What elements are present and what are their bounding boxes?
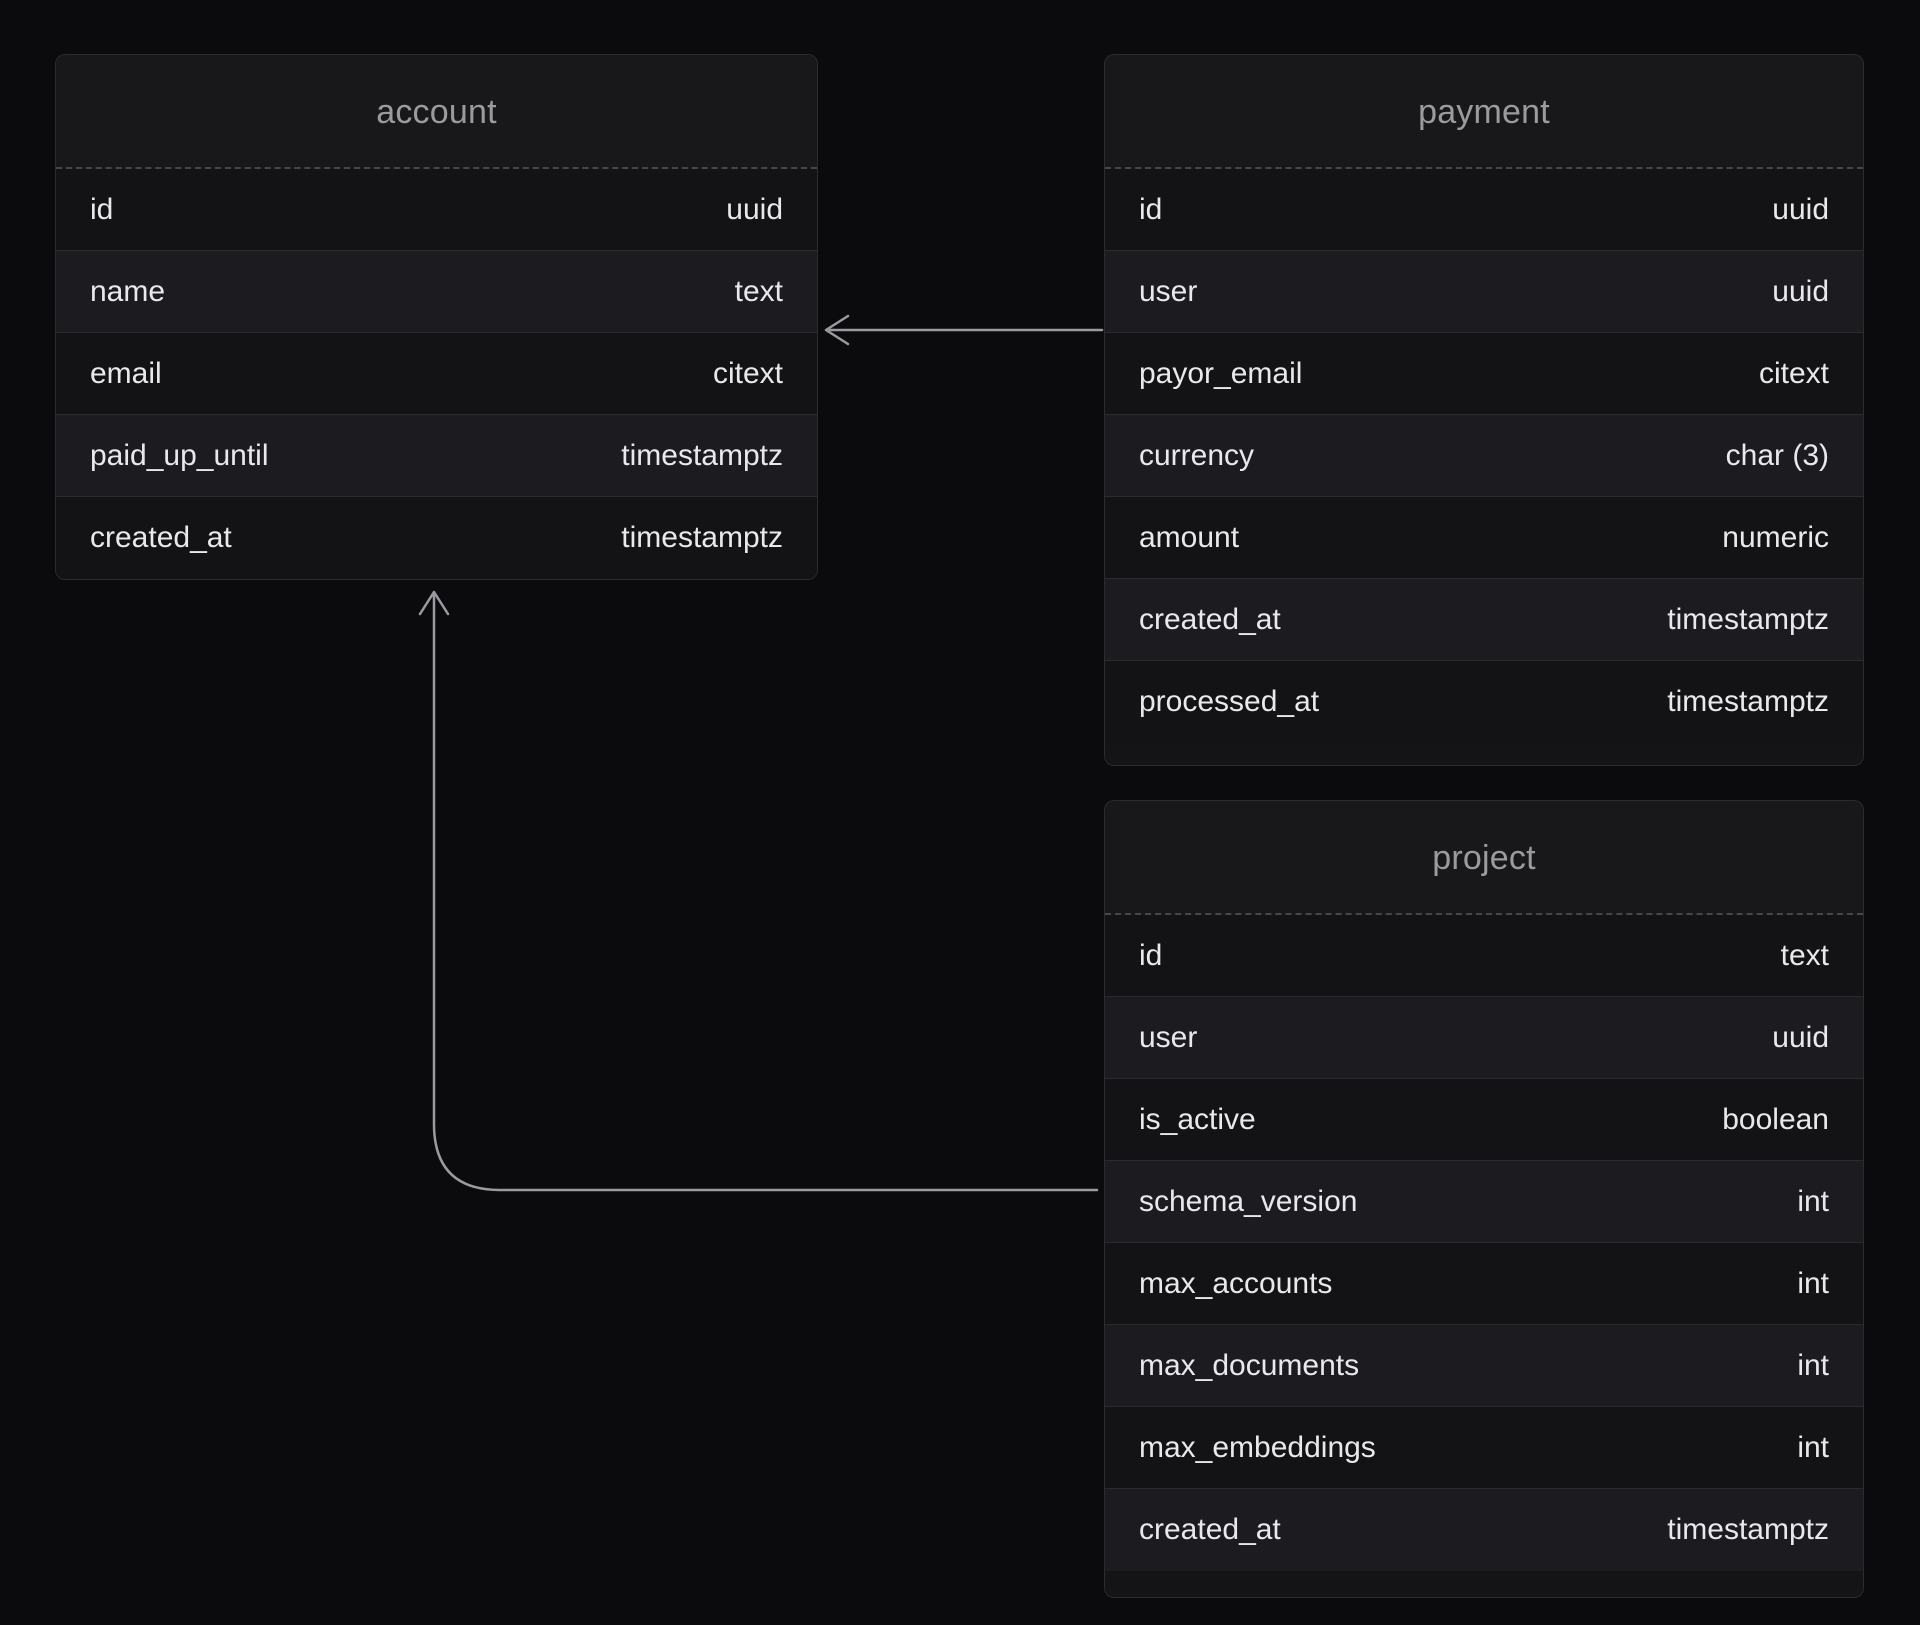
field-name: created_at — [90, 521, 232, 554]
field-type: char (3) — [1725, 438, 1829, 472]
field-type: uuid — [1772, 1020, 1829, 1054]
field-type: numeric — [1722, 520, 1829, 554]
field-name: currency — [1139, 438, 1255, 472]
field-name: user — [1139, 1020, 1198, 1054]
arrow-up-icon — [418, 590, 450, 616]
field-type: timestamptz — [621, 521, 783, 554]
field-type: timestamptz — [1667, 602, 1829, 636]
entity-card-payment[interactable]: payment id uuid user uuid payor_email ci… — [1104, 54, 1864, 766]
field-row[interactable]: max_accounts int — [1105, 1243, 1863, 1325]
field-type: uuid — [1772, 192, 1829, 226]
field-name: created_at — [1139, 602, 1281, 636]
field-row[interactable]: currency char (3) — [1105, 415, 1863, 497]
field-type: int — [1797, 1430, 1829, 1464]
field-row[interactable]: created_at timestamptz — [56, 497, 817, 579]
field-name: id — [1139, 938, 1163, 972]
entity-fields-payment: id uuid user uuid payor_email citext cur… — [1105, 169, 1863, 765]
field-name: payor_email — [1139, 356, 1303, 390]
field-type: timestamptz — [1667, 685, 1829, 718]
field-name: created_at — [1139, 1513, 1281, 1546]
entity-title-project: project — [1105, 801, 1863, 915]
field-row[interactable]: schema_version int — [1105, 1161, 1863, 1243]
field-row[interactable]: processed_at timestamptz — [1105, 661, 1863, 743]
entity-card-project[interactable]: project id text user uuid is_active bool… — [1104, 800, 1864, 1598]
field-name: amount — [1139, 520, 1240, 554]
field-row[interactable]: name text — [56, 251, 817, 333]
field-type: int — [1797, 1348, 1829, 1382]
arrow-left-icon — [824, 314, 850, 346]
field-type: citext — [1758, 356, 1829, 390]
field-type: int — [1797, 1184, 1829, 1218]
field-row[interactable]: user uuid — [1105, 997, 1863, 1079]
entity-card-account[interactable]: account id uuid name text email citext p… — [55, 54, 818, 580]
field-type: uuid — [1772, 274, 1829, 308]
field-name: id — [1139, 192, 1163, 226]
field-row[interactable]: created_at timestamptz — [1105, 579, 1863, 661]
field-row[interactable]: created_at timestamptz — [1105, 1489, 1863, 1571]
field-name: paid_up_until — [90, 438, 269, 472]
field-row[interactable]: max_embeddings int — [1105, 1407, 1863, 1489]
field-type: int — [1797, 1266, 1829, 1300]
field-row[interactable]: is_active boolean — [1105, 1079, 1863, 1161]
field-row[interactable]: id uuid — [1105, 169, 1863, 251]
field-name: id — [90, 192, 114, 226]
field-row[interactable]: max_documents int — [1105, 1325, 1863, 1407]
field-name: user — [1139, 274, 1198, 308]
field-row[interactable]: payor_email citext — [1105, 333, 1863, 415]
field-name: max_documents — [1139, 1348, 1360, 1382]
field-row[interactable]: amount numeric — [1105, 497, 1863, 579]
entity-fields-account: id uuid name text email citext paid_up_u… — [56, 169, 817, 579]
entity-title-account: account — [56, 55, 817, 169]
field-name: name — [90, 274, 166, 308]
field-name: is_active — [1139, 1102, 1256, 1136]
entity-title-payment: payment — [1105, 55, 1863, 169]
field-type: timestamptz — [621, 438, 783, 472]
entity-fields-project: id text user uuid is_active boolean sche… — [1105, 915, 1863, 1597]
field-row[interactable]: email citext — [56, 333, 817, 415]
field-row[interactable]: id text — [1105, 915, 1863, 997]
field-name: max_embeddings — [1139, 1430, 1376, 1464]
edge-project-to-account — [432, 594, 1099, 1192]
field-type: uuid — [726, 192, 783, 226]
field-row[interactable]: id uuid — [56, 169, 817, 251]
field-type: timestamptz — [1667, 1513, 1829, 1546]
field-name: max_accounts — [1139, 1266, 1333, 1300]
field-type: text — [1780, 938, 1829, 972]
field-row[interactable]: user uuid — [1105, 251, 1863, 333]
field-name: email — [90, 356, 162, 390]
field-type: text — [734, 274, 783, 308]
field-name: processed_at — [1139, 685, 1320, 718]
field-row[interactable]: paid_up_until timestamptz — [56, 415, 817, 497]
field-type: citext — [712, 356, 783, 390]
field-name: schema_version — [1139, 1184, 1358, 1218]
field-type: boolean — [1722, 1102, 1829, 1136]
